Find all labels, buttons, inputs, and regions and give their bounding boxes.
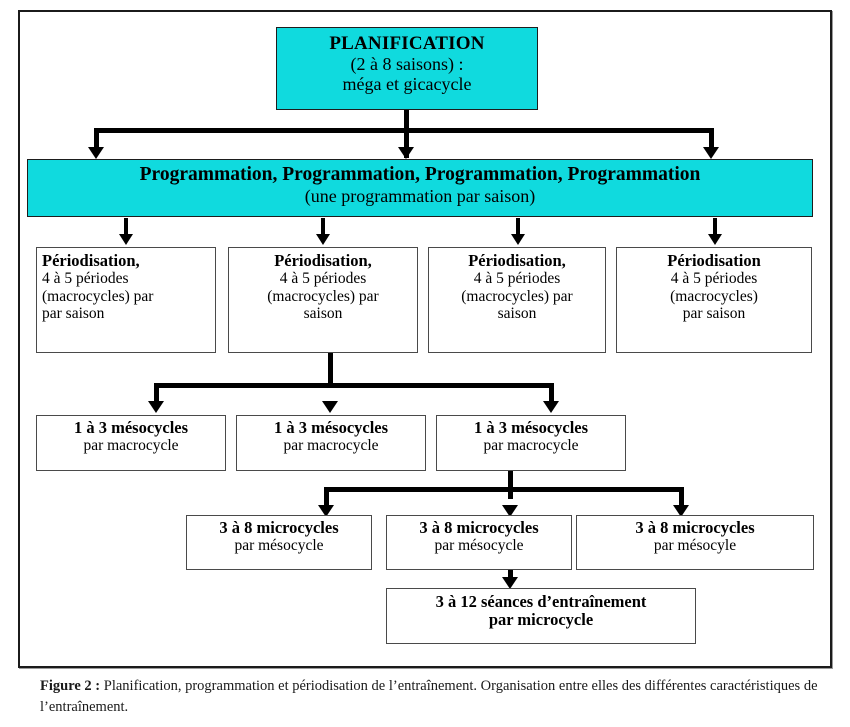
node-seances-line1: 3 à 12 séances d’entraînement [435,592,647,611]
node-mesocycle-1-line2: par macrocycle [83,437,179,455]
node-microcycle-1-line1: 3 à 8 microcycles [219,518,339,537]
node-mesocycle-3[interactable]: 1 à 3 mésocycles par macrocycle [436,415,626,471]
node-periodisation-3-line1: Périodisation, [468,251,566,270]
arrowhead-planification-center [398,147,414,159]
connector-programmation-drop-4 [713,218,717,235]
figure-caption-text: Planification, programmation et périodis… [40,678,818,716]
arrowhead-periodisation-2 [316,234,330,245]
arrowhead-periodisation-1 [119,234,133,245]
node-microcycle-2-line1: 3 à 8 microcycles [419,518,539,537]
node-periodisation-2-line1: Périodisation, [274,251,372,270]
node-planification[interactable]: PLANIFICATION (2 à 8 saisons) : méga et … [276,27,538,110]
node-mesocycle-3-line2: par macrocycle [483,437,579,455]
arrowhead-mesocycle-3 [543,401,559,413]
node-mesocycle-3-line1: 1 à 3 mésocycles [473,418,589,437]
figure-caption-label: Figure 2 : [40,678,101,694]
arrowhead-mesocycle-1 [148,401,164,413]
node-mesocycle-1-line1: 1 à 3 mésocycles [73,418,189,437]
node-periodisation-1-line4: par saison [42,305,105,323]
connector-microcycle-trunk [508,570,513,579]
node-mesocycle-2-line1: 1 à 3 mésocycles [273,418,389,437]
node-planification-line2: (2 à 8 saisons) : [350,54,464,75]
node-mesocycle-2-line2: par macrocycle [283,437,379,455]
node-mesocycle-1[interactable]: 1 à 3 mésocycles par macrocycle [36,415,226,471]
node-microcycle-1-line2: par mésocycle [234,537,324,555]
node-periodisation-3-line3: (macrocycles) par [461,287,573,305]
connector-programmation-drop-1 [124,218,128,235]
connector-programmation-drop-2 [321,218,325,235]
node-periodisation-2-line3: (macrocycles) par [267,287,379,305]
arrowhead-microcycle-1 [318,505,334,517]
node-seances-line2: par microcycle [488,610,594,630]
arrowhead-mesocycle-2 [322,401,338,413]
node-seances[interactable]: 3 à 12 séances d’entraînement par microc… [386,588,696,644]
node-microcycle-2[interactable]: 3 à 8 microcycles par mésocycle [386,515,572,570]
arrowhead-seances [502,577,518,589]
connector-periodisation-right-drop [549,383,554,403]
connector-planification-left-drop [94,128,99,149]
arrowhead-microcycle-2 [502,505,518,517]
arrowhead-periodisation-4 [708,234,722,245]
node-periodisation-3[interactable]: Périodisation, 4 à 5 périodes (macrocycl… [428,247,606,353]
connector-planification-right-drop [709,128,714,149]
node-planification-line1: PLANIFICATION [329,33,485,54]
node-periodisation-2-line4: saison [303,305,343,323]
node-periodisation-4-line4: par saison [682,305,746,323]
node-mesocycle-2[interactable]: 1 à 3 mésocycles par macrocycle [236,415,426,471]
node-periodisation-1-line1: Périodisation, [42,251,140,270]
node-periodisation-3-line4: saison [497,305,537,323]
node-programmation-line2: (une programmation par saison) [304,185,536,206]
node-periodisation-4-line2: 4 à 5 périodes [670,270,758,288]
node-microcycle-2-line2: par mésocycle [434,537,524,555]
arrowhead-microcycle-3 [673,505,689,517]
connector-programmation-drop-3 [516,218,520,235]
node-periodisation-4[interactable]: Périodisation 4 à 5 périodes (macrocycle… [616,247,812,353]
node-microcycle-1[interactable]: 3 à 8 microcycles par mésocycle [186,515,372,570]
connector-planification-trunk [404,110,409,158]
connector-mesocycle-bus [324,487,684,492]
connector-periodisation-trunk [328,353,333,386]
node-planification-line3: méga et gicacycle [342,74,472,95]
node-periodisation-3-line2: 4 à 5 périodes [473,270,561,288]
connector-mesocycle-trunk [508,471,513,499]
connector-planification-bus [94,128,714,133]
node-programmation[interactable]: Programmation, Programmation, Programmat… [27,159,813,217]
node-periodisation-1[interactable]: Périodisation, 4 à 5 périodes (macrocycl… [36,247,216,353]
arrowhead-planification-left [88,147,104,159]
node-periodisation-1-line3: (macrocycles) par [42,287,154,305]
node-periodisation-4-line3: (macrocycles) [670,287,758,305]
node-microcycle-3-line1: 3 à 8 microcycles [635,518,755,537]
arrowhead-planification-right [703,147,719,159]
node-periodisation-2[interactable]: Périodisation, 4 à 5 périodes (macrocycl… [228,247,418,353]
connector-periodisation-bus [154,383,554,388]
arrowhead-periodisation-3 [511,234,525,245]
connector-mesocycle-left-drop [324,487,329,507]
figure-caption: Figure 2 : Planification, programmation … [40,676,830,718]
node-microcycle-3[interactable]: 3 à 8 microcycles par mésocyle [576,515,814,570]
connector-periodisation-left-drop [154,383,159,403]
node-periodisation-4-line1: Périodisation [667,251,761,270]
connector-mesocycle-right-drop [679,487,684,507]
node-periodisation-1-line2: 4 à 5 périodes [42,270,129,288]
node-programmation-line1: Programmation, Programmation, Programmat… [139,164,701,185]
node-microcycle-3-line2: par mésocyle [653,537,737,555]
node-periodisation-2-line2: 4 à 5 périodes [279,270,367,288]
